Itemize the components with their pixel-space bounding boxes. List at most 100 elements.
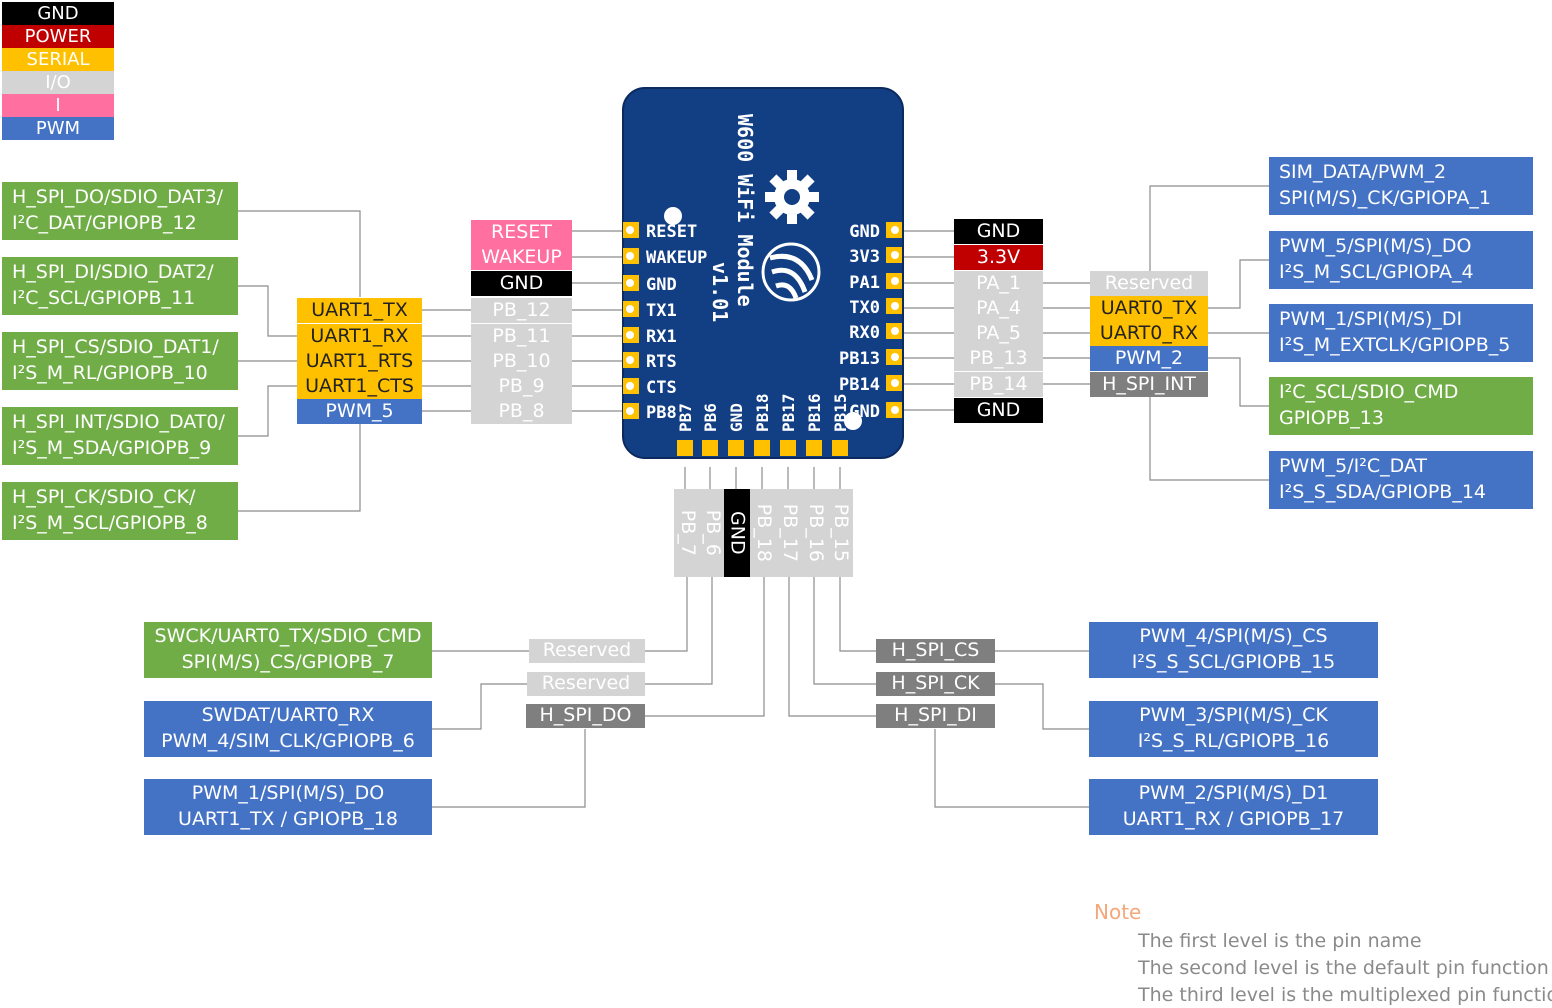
right-function-3: PWM_2 <box>1090 346 1208 371</box>
bottom-pad-hole <box>706 459 714 467</box>
legend-item-i: I <box>2 94 114 117</box>
left-pad-hole <box>626 382 634 390</box>
right-multiplexed-4-line: PWM_5/I²C_DAT <box>1279 455 1428 478</box>
right-multiplexed-3-line: I²C_SCL/SDIO_CMD <box>1279 381 1459 404</box>
wire-left-5 <box>238 424 361 512</box>
bottom-right-function-2: H_SPI_DI <box>876 704 995 728</box>
mount-dot <box>664 207 682 225</box>
wire-left-4 <box>238 385 297 437</box>
silk-left-2: GND <box>646 275 677 295</box>
bottom-left-multiplexed-0: SWCK/UART0_TX/SDIO_CMD SPI(M/S)_CS/GPIOPB… <box>144 622 432 678</box>
bottom-left-multiplexed-0-line: SPI(M/S)_CS/GPIOPB_7 <box>181 651 395 673</box>
silk-left-7: PB8 <box>646 403 677 423</box>
left-pad-hole <box>626 305 634 313</box>
left-pin-label-2: GND <box>471 271 572 296</box>
right-pad-hole <box>891 379 899 387</box>
silk-right-7: GND <box>849 402 880 422</box>
note-line-1: The first level is the pin name <box>1138 930 1422 952</box>
right-pad-hole <box>891 277 899 285</box>
right-function-1: UART0_TX <box>1090 296 1208 321</box>
silk-right-1: 3V3 <box>849 247 880 267</box>
left-pin-label-4: PB_11 <box>471 324 572 349</box>
silk-left-4: RX1 <box>646 327 677 347</box>
bottom-pad-hole <box>836 459 844 467</box>
right-multiplexed-3-line: GPIOPB_13 <box>1279 407 1384 429</box>
left-multiplexed-2-line: I²S_M_RL/GPIOPB_10 <box>12 362 208 384</box>
bottom-left-multiplexed-1-line: PWM_4/SIM_CLK/GPIOPB_6 <box>161 730 415 752</box>
module-name: W600 WiFi Module <box>733 114 757 307</box>
silk-left-0: RESET <box>646 222 697 242</box>
bottom-pin-label-4-text: PB_17 <box>778 503 801 563</box>
bottom-left-multiplexed-0-line: SWCK/UART0_TX/SDIO_CMD <box>154 625 422 648</box>
right-pad-hole <box>891 353 899 361</box>
bottom-pin-label-1: PB_6 <box>699 489 725 577</box>
gear-icon <box>765 170 819 224</box>
left-multiplexed-1-line: H_SPI_DI/SDIO_DAT2/ <box>12 261 214 284</box>
left-pin-label-5: PB_10 <box>471 349 572 374</box>
gear-hole <box>784 189 800 205</box>
legend-item-gnd: GND <box>2 2 114 25</box>
gear-tooth <box>787 170 797 182</box>
bottom-left-function-1: Reserved <box>527 672 645 696</box>
right-pad-hole <box>891 251 899 259</box>
silk-bottom-2: GND <box>727 403 746 432</box>
legend-item-i-o: I/O <box>2 71 114 94</box>
right-pin-label-0: GND <box>954 219 1043 244</box>
bottom-right-multiplexed-0-line: PWM_4/SPI(M/S)_CS <box>1139 625 1328 648</box>
left-multiplexed-2: H_SPI_CS/SDIO_DAT1/I²S_M_RL/GPIOPB_10 <box>2 332 238 390</box>
bottom-right-multiplexed-1-line: I²S_S_RL/GPIOPB_16 <box>1137 730 1330 752</box>
bottom-pad-hole <box>681 459 689 467</box>
right-pin-label-5: PB_13 <box>954 346 1043 371</box>
silk-left-5: RTS <box>646 352 677 372</box>
left-pin-label-1: WAKEUP <box>471 245 572 270</box>
wifi-logo-swoosh <box>775 282 799 299</box>
silk-right-3: TX0 <box>849 298 880 318</box>
bottom-pin-label-5: PB_16 <box>802 489 828 577</box>
left-function-1: UART1_RX <box>297 324 422 349</box>
left-pad-hole <box>626 252 634 260</box>
right-function-2: UART0_RX <box>1090 321 1208 346</box>
wire-left-1 <box>238 210 361 297</box>
legend-item-power: POWER <box>2 25 114 48</box>
left-pad-hole <box>626 407 634 415</box>
left-function-4: PWM_5 <box>297 399 422 424</box>
right-pin-label-6: PB_14 <box>954 372 1043 397</box>
right-multiplexed-1-line: PWM_5/SPI(M/S)_DO <box>1279 235 1472 258</box>
silk-right-5: PB13 <box>839 349 880 369</box>
silk-right-2: PA1 <box>849 273 880 293</box>
right-pad-hole <box>891 327 899 335</box>
right-pin-label-4: PA_5 <box>954 321 1043 346</box>
right-pin-label-2: PA_1 <box>954 271 1043 296</box>
right-pin-label-1: 3.3V <box>954 245 1043 270</box>
silk-right-6: PB14 <box>839 375 880 395</box>
bottom-pin-label-5-text: PB_16 <box>804 503 827 563</box>
left-multiplexed-0-line: H_SPI_DO/SDIO_DAT3/ <box>12 186 224 209</box>
silk-right-4: RX0 <box>849 323 880 343</box>
bottom-pin-label-6-text: PB_15 <box>829 503 852 563</box>
bottom-right-multiplexed-2-line: PWM_2/SPI(M/S)_D1 <box>1138 782 1329 805</box>
bottom-pad <box>702 440 718 456</box>
left-function-0: UART1_TX <box>297 298 422 323</box>
left-multiplexed-4-line: H_SPI_CK/SDIO_CK/ <box>12 486 196 509</box>
gear-tooth <box>787 212 797 224</box>
bottom-right-function-1: H_SPI_CK <box>876 672 995 696</box>
left-pin-label-6: PB_9 <box>471 374 572 399</box>
left-multiplexed-3-line: I²S_M_SDA/GPIOPB_9 <box>12 437 212 459</box>
silk-bottom-4: PB17 <box>779 393 798 432</box>
bottom-pad <box>728 440 744 456</box>
bottom-pin-label-2-text: GND <box>726 511 749 555</box>
left-multiplexed-3-line: H_SPI_INT/SDIO_DAT0/ <box>12 411 225 434</box>
mount-dot <box>844 412 862 430</box>
legend-item-pwm: PWM <box>2 117 114 140</box>
silk-bottom-3: PB18 <box>753 393 772 432</box>
bottom-left-function-2: H_SPI_DO <box>526 704 645 728</box>
bottom-right-function-0: H_SPI_CS <box>876 639 995 663</box>
bottom-pin-label-3-text: PB_18 <box>752 503 775 563</box>
silk-bottom-0: PB7 <box>676 403 695 432</box>
bottom-left-multiplexed-2-line: PWM_1/SPI(M/S)_DO <box>191 782 385 805</box>
wifi-logo-icon <box>761 242 821 302</box>
